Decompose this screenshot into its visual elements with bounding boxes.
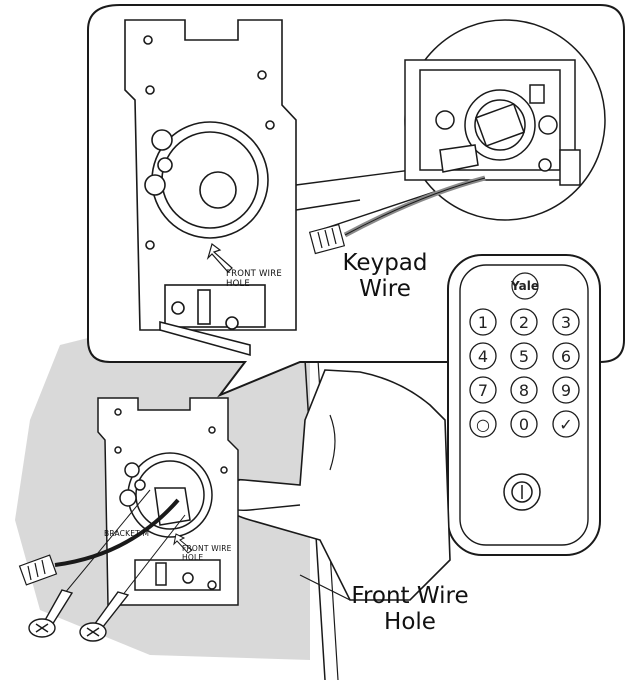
keypad-key-label: 4 [478,347,488,366]
screw-left [28,589,74,638]
front-wire-hole-leader [299,574,351,601]
keypad-wire-bottom [54,498,180,567]
key-cylinder [503,473,541,511]
keypad-key-label: ✓ [559,415,572,434]
keypad-key-label: 2 [519,313,529,332]
keypad-keys: 1 2 3 4 5 6 7 8 9 ○ 0 ✓ [469,308,580,438]
keypad-key-12 [552,410,580,438]
mounting-plate-large [124,19,297,357]
front-wire-hole-label: Front Wire Hole [351,583,469,636]
keypad-key-label: 0 [519,415,529,434]
keypad-key-label: 1 [478,313,488,332]
keypad-key-9 [552,376,580,404]
wire-connector-bottom [18,554,58,586]
keypad-key-1 [469,308,497,336]
keypad-key-label: 7 [478,381,488,400]
keypad-key-5 [510,342,538,370]
keypad-wire-zoom-outline [344,177,486,236]
screw-leader-1 [54,489,151,606]
keypad-key-label: 8 [519,381,529,400]
front-wire-hole-label-zoom: FRONT WIRE HOLE [226,269,282,289]
keypad-key-label: 3 [561,313,571,332]
wire-connector-zoom [308,223,346,255]
hand-crease [329,414,336,471]
keypad-key-label: ○ [476,415,490,434]
keypad-key-label: 6 [561,347,571,366]
keypad-key-6 [552,342,580,370]
keypad-key-10 [469,410,497,438]
keypad-key-label: 9 [561,381,571,400]
brand-logo-ring [511,272,539,300]
keypad-wire-label: Keypad Wire [342,250,428,303]
zoomed-mechanism [404,19,606,221]
front-wire-hole-label-bottom: FRONT WIRE HOLE [182,544,232,562]
keypad-key-4 [469,342,497,370]
keypad-key-11 [510,410,538,438]
keypad-key-8 [510,376,538,404]
screw-right [79,591,130,642]
keypad-key-2 [510,308,538,336]
keypad-key-7 [469,376,497,404]
keypad-key-label: 5 [519,347,529,366]
brand-logo: Yale [510,279,539,293]
mounting-plate-small [97,397,239,606]
keypad-key-3 [552,308,580,336]
screw-leader-2 [114,514,186,606]
bracket-mount-label: BRACKET M [104,529,150,538]
front-wire-arrow-bottom [173,533,193,554]
front-wire-arrow-zoom [206,242,233,273]
